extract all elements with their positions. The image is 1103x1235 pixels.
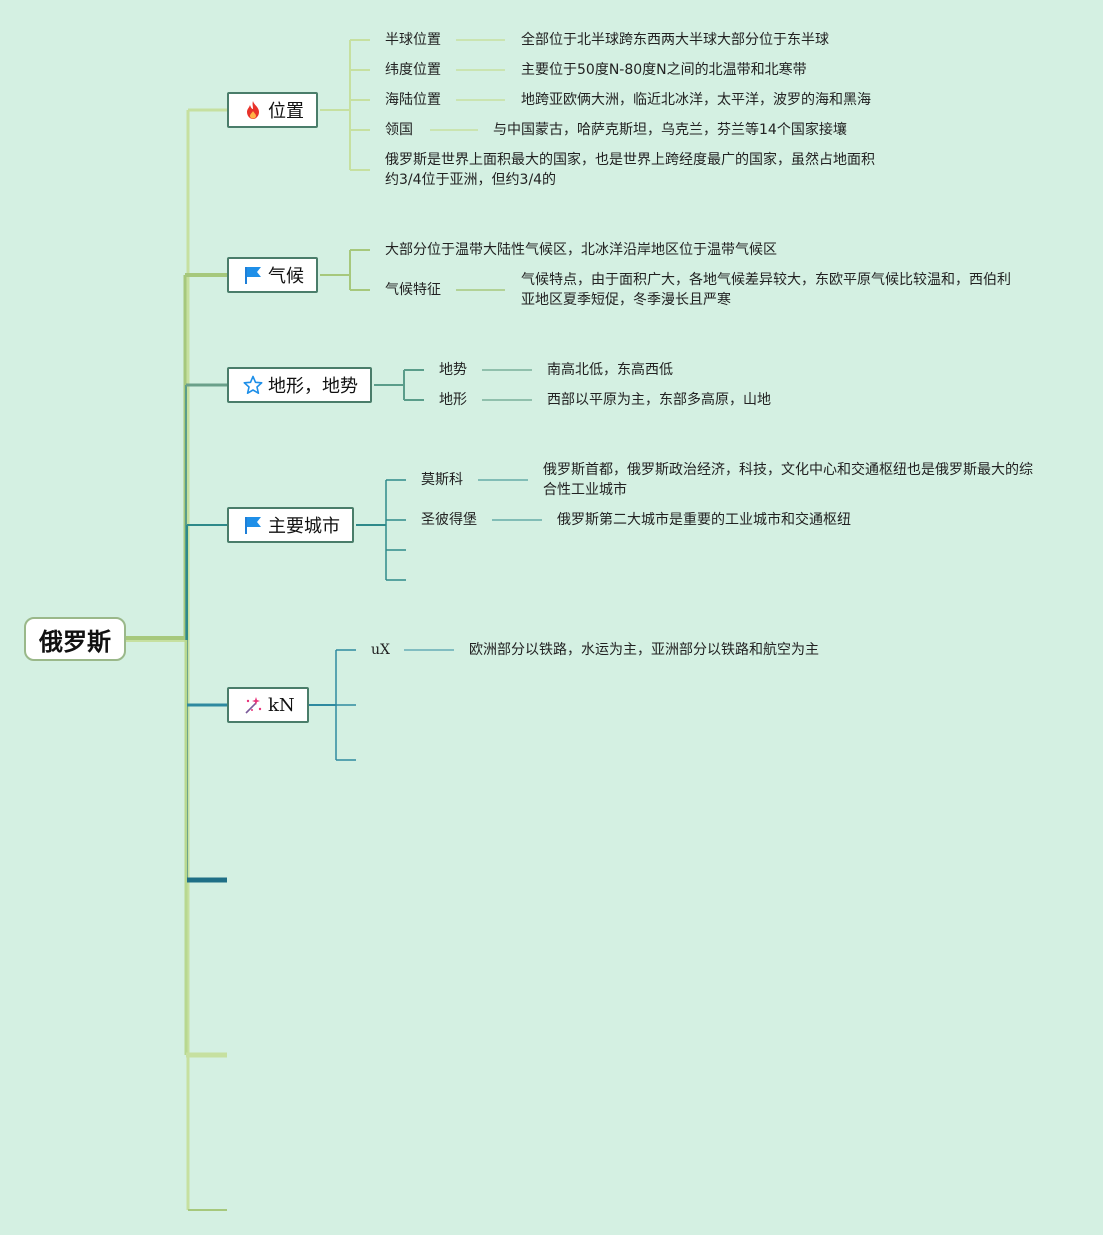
topic-climate[interactable]: 气候 [227, 257, 318, 293]
location-item-neighbors-desc[interactable]: 与中国蒙古，哈萨克斯坦，乌克兰，芬兰等14个国家接壤 [493, 122, 847, 138]
topic-climate-label: 气候 [268, 266, 304, 287]
topic-terrain[interactable]: 地形，地势 [227, 367, 372, 403]
flag-icon [243, 265, 263, 285]
fire-icon [243, 100, 263, 120]
cities-item-saint-petersburg-desc[interactable]: 俄罗斯第二大城市是重要的工业城市和交通枢纽 [557, 512, 851, 528]
terrain-item-landform[interactable]: 地形 [439, 392, 467, 408]
cities-item-moscow-desc[interactable]: 俄罗斯首都，俄罗斯政治经济，科技，文化中心和交通枢纽也是俄罗斯最大的综合性工业城… [543, 462, 1033, 498]
topic-location[interactable]: 位置 [227, 92, 318, 128]
topic-cities[interactable]: 主要城市 [227, 507, 354, 543]
cities-item-saint-petersburg[interactable]: 圣彼得堡 [421, 512, 477, 528]
location-item-sea-land-desc[interactable]: 地跨亚欧俩大洲，临近北冰洋，太平洋，波罗的海和黑海 [521, 92, 871, 108]
topic-cities-label: 主要城市 [268, 516, 340, 537]
cities-item-moscow[interactable]: 莫斯科 [421, 472, 463, 488]
topic-transport-label: kN [268, 694, 295, 716]
root-node[interactable]: 俄罗斯 [24, 617, 126, 661]
star-icon [243, 375, 263, 395]
climate-note[interactable]: 大部分位于温带大陆性气候区，北冰洋沿岸地区位于温带气候区 [385, 242, 777, 258]
topic-transport[interactable]: kN [227, 687, 309, 723]
root-label: 俄罗斯 [39, 627, 111, 656]
location-item-hemisphere-desc[interactable]: 全部位于北半球跨东西两大半球大部分位于东半球 [521, 32, 829, 48]
location-note[interactable]: 俄罗斯是世界上面积最大的国家，也是世界上跨经度最广的国家，虽然占地面积约3/4位… [385, 152, 875, 188]
location-item-latitude-desc[interactable]: 主要位于50度N-80度N之间的北温带和北寒带 [521, 62, 807, 78]
terrain-item-landform-desc[interactable]: 西部以平原为主，东部多高原，山地 [547, 392, 771, 408]
transport-item-desc[interactable]: 欧洲部分以铁路，水运为主，亚洲部分以铁路和航空为主 [469, 642, 819, 658]
transport-item[interactable]: uX [371, 642, 390, 658]
location-item-latitude[interactable]: 纬度位置 [385, 62, 441, 78]
location-item-neighbors[interactable]: 领国 [385, 122, 413, 138]
sparkle-icon [243, 695, 263, 715]
terrain-item-relief-desc[interactable]: 南高北低，东高西低 [547, 362, 673, 378]
location-item-hemisphere[interactable]: 半球位置 [385, 32, 441, 48]
climate-item-feature[interactable]: 气候特征 [385, 282, 441, 298]
location-item-sea-land[interactable]: 海陆位置 [385, 92, 441, 108]
topic-location-label: 位置 [268, 101, 304, 122]
flag-icon [243, 515, 263, 535]
terrain-item-relief[interactable]: 地势 [439, 362, 467, 378]
topic-terrain-label: 地形，地势 [268, 376, 358, 397]
climate-item-feature-desc[interactable]: 气候特点，由于面积广大，各地气候差异较大，东欧平原气候比较温和，西伯利亚地区夏季… [521, 272, 1011, 308]
